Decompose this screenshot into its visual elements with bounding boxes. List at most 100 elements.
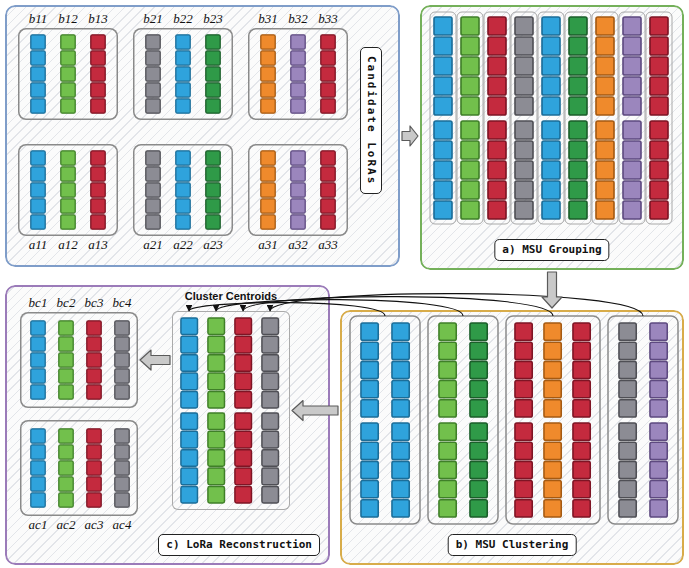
cell-column [488,121,506,219]
cell-column [291,35,305,113]
cell-column [650,323,667,417]
index-label: a12 [53,238,83,252]
cell-column [31,321,45,399]
flow-arrow [140,350,170,370]
cell-column [470,423,487,517]
column-outline [565,12,591,224]
cell-column [262,413,279,503]
cell-column [262,318,279,408]
cell-column [573,423,590,517]
cell-column [115,429,129,507]
cell-column [569,17,587,115]
leader-arrow [216,300,463,316]
column-outline [430,12,456,224]
cell-column [87,321,101,399]
cell-column [470,323,487,417]
leader-arrow [243,297,553,316]
cell-column [31,35,45,113]
cell-column [392,423,409,517]
cell-column [361,323,378,417]
panel-label: a) MSU Grouping [494,239,609,261]
cell-column [181,318,198,408]
cell-column [569,121,587,219]
cell-column [146,35,160,113]
index-label: ac1 [23,518,53,532]
cell-column [181,413,198,503]
cell-column [361,423,378,517]
cell-column [596,121,614,219]
cell-column [515,17,533,115]
cell-column [623,17,641,115]
cell-column [650,17,668,115]
cell-column [488,17,506,115]
index-label: a11 [23,238,53,252]
cell-column [461,17,479,115]
cell-column [573,323,590,417]
index-label: b13 [83,12,113,26]
cell-column [439,423,456,517]
column-outline [619,12,645,224]
cell-column [235,318,252,408]
index-label: ac3 [79,518,109,532]
cell-column [176,35,190,113]
cluster-outline [428,316,498,524]
leader-arrow [270,294,643,316]
cell-column [544,423,561,517]
cell-column [515,121,533,219]
index-label: ac2 [51,518,81,532]
column-outline [646,12,672,224]
index-label: a31 [253,238,283,252]
cell-column [146,151,160,229]
index-label: b21 [138,12,168,26]
flow-arrow [542,272,562,308]
cell-column [619,423,636,517]
column-outline [538,12,564,224]
index-label: a32 [283,238,313,252]
cell-column [61,35,75,113]
cell-column [650,423,667,517]
panel: c) LoRa Reconstructionbc1bc2bc3bc4ac1ac2… [5,285,330,565]
index-label: bc2 [51,296,81,310]
index-label: bc4 [107,296,137,310]
cell-column [235,413,252,503]
cell-column [115,321,129,399]
cell-column [206,151,220,229]
cell-column [261,151,275,229]
cluster-outline [506,316,600,524]
cell-column [515,323,532,417]
cell-column [61,151,75,229]
cell-column [434,121,452,219]
index-label: b31 [253,12,283,26]
cell-column [392,323,409,417]
cell-column [461,121,479,219]
panel-label: b) MSU Clustering [448,534,577,556]
index-label: a13 [83,238,113,252]
cell-column [321,151,335,229]
cell-column [623,121,641,219]
cell-column [59,429,73,507]
cell-column [176,151,190,229]
cluster-outline [608,316,678,524]
cell-column [208,413,225,503]
column-outline [457,12,483,224]
panel-label: c) LoRa Reconstruction [158,534,320,556]
cell-column [321,35,335,113]
index-label: b33 [313,12,343,26]
index-label: b32 [283,12,313,26]
cell-column [291,151,305,229]
cell-column [619,323,636,417]
cell-column [515,423,532,517]
index-label: a33 [313,238,343,252]
cell-column [544,323,561,417]
panel-label: Candidate LoRAs [360,47,382,194]
cell-column [208,318,225,408]
column-outline [592,12,618,224]
index-label: b11 [23,12,53,26]
index-label: b22 [168,12,198,26]
index-label: bc1 [23,296,53,310]
cluster-outline [350,316,420,524]
index-label: b12 [53,12,83,26]
cell-column [439,323,456,417]
